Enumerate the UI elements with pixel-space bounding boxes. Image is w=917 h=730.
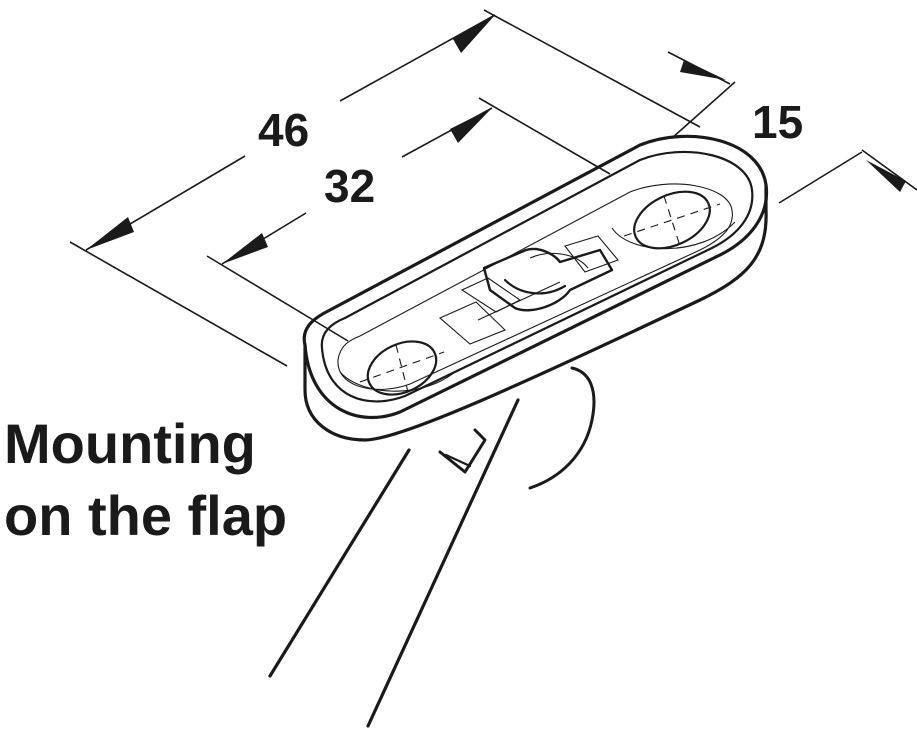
arrowhead xyxy=(86,217,134,250)
dimension-46: 46 xyxy=(69,9,701,367)
caption-line-1: Mounting xyxy=(4,412,256,475)
arrowhead xyxy=(680,60,726,80)
mounting-plate xyxy=(302,134,769,442)
caption-line-2: on the flap xyxy=(4,484,288,547)
dimension-label-32: 32 xyxy=(324,160,375,212)
arrowhead xyxy=(450,108,492,143)
dimension-15: 15 xyxy=(667,51,917,204)
dimension-label-46: 46 xyxy=(258,104,309,156)
arrowhead xyxy=(222,233,268,264)
caption: Mounting on the flap xyxy=(4,408,287,552)
arrowhead xyxy=(453,15,495,53)
stay-arm xyxy=(268,366,596,728)
screw-hole-right xyxy=(611,190,736,250)
arrowhead xyxy=(866,160,906,192)
dimension-label-15: 15 xyxy=(752,96,803,148)
latch-clip xyxy=(438,235,619,345)
dimension-32: 32 xyxy=(206,97,611,342)
screw-hole-left xyxy=(339,340,456,396)
